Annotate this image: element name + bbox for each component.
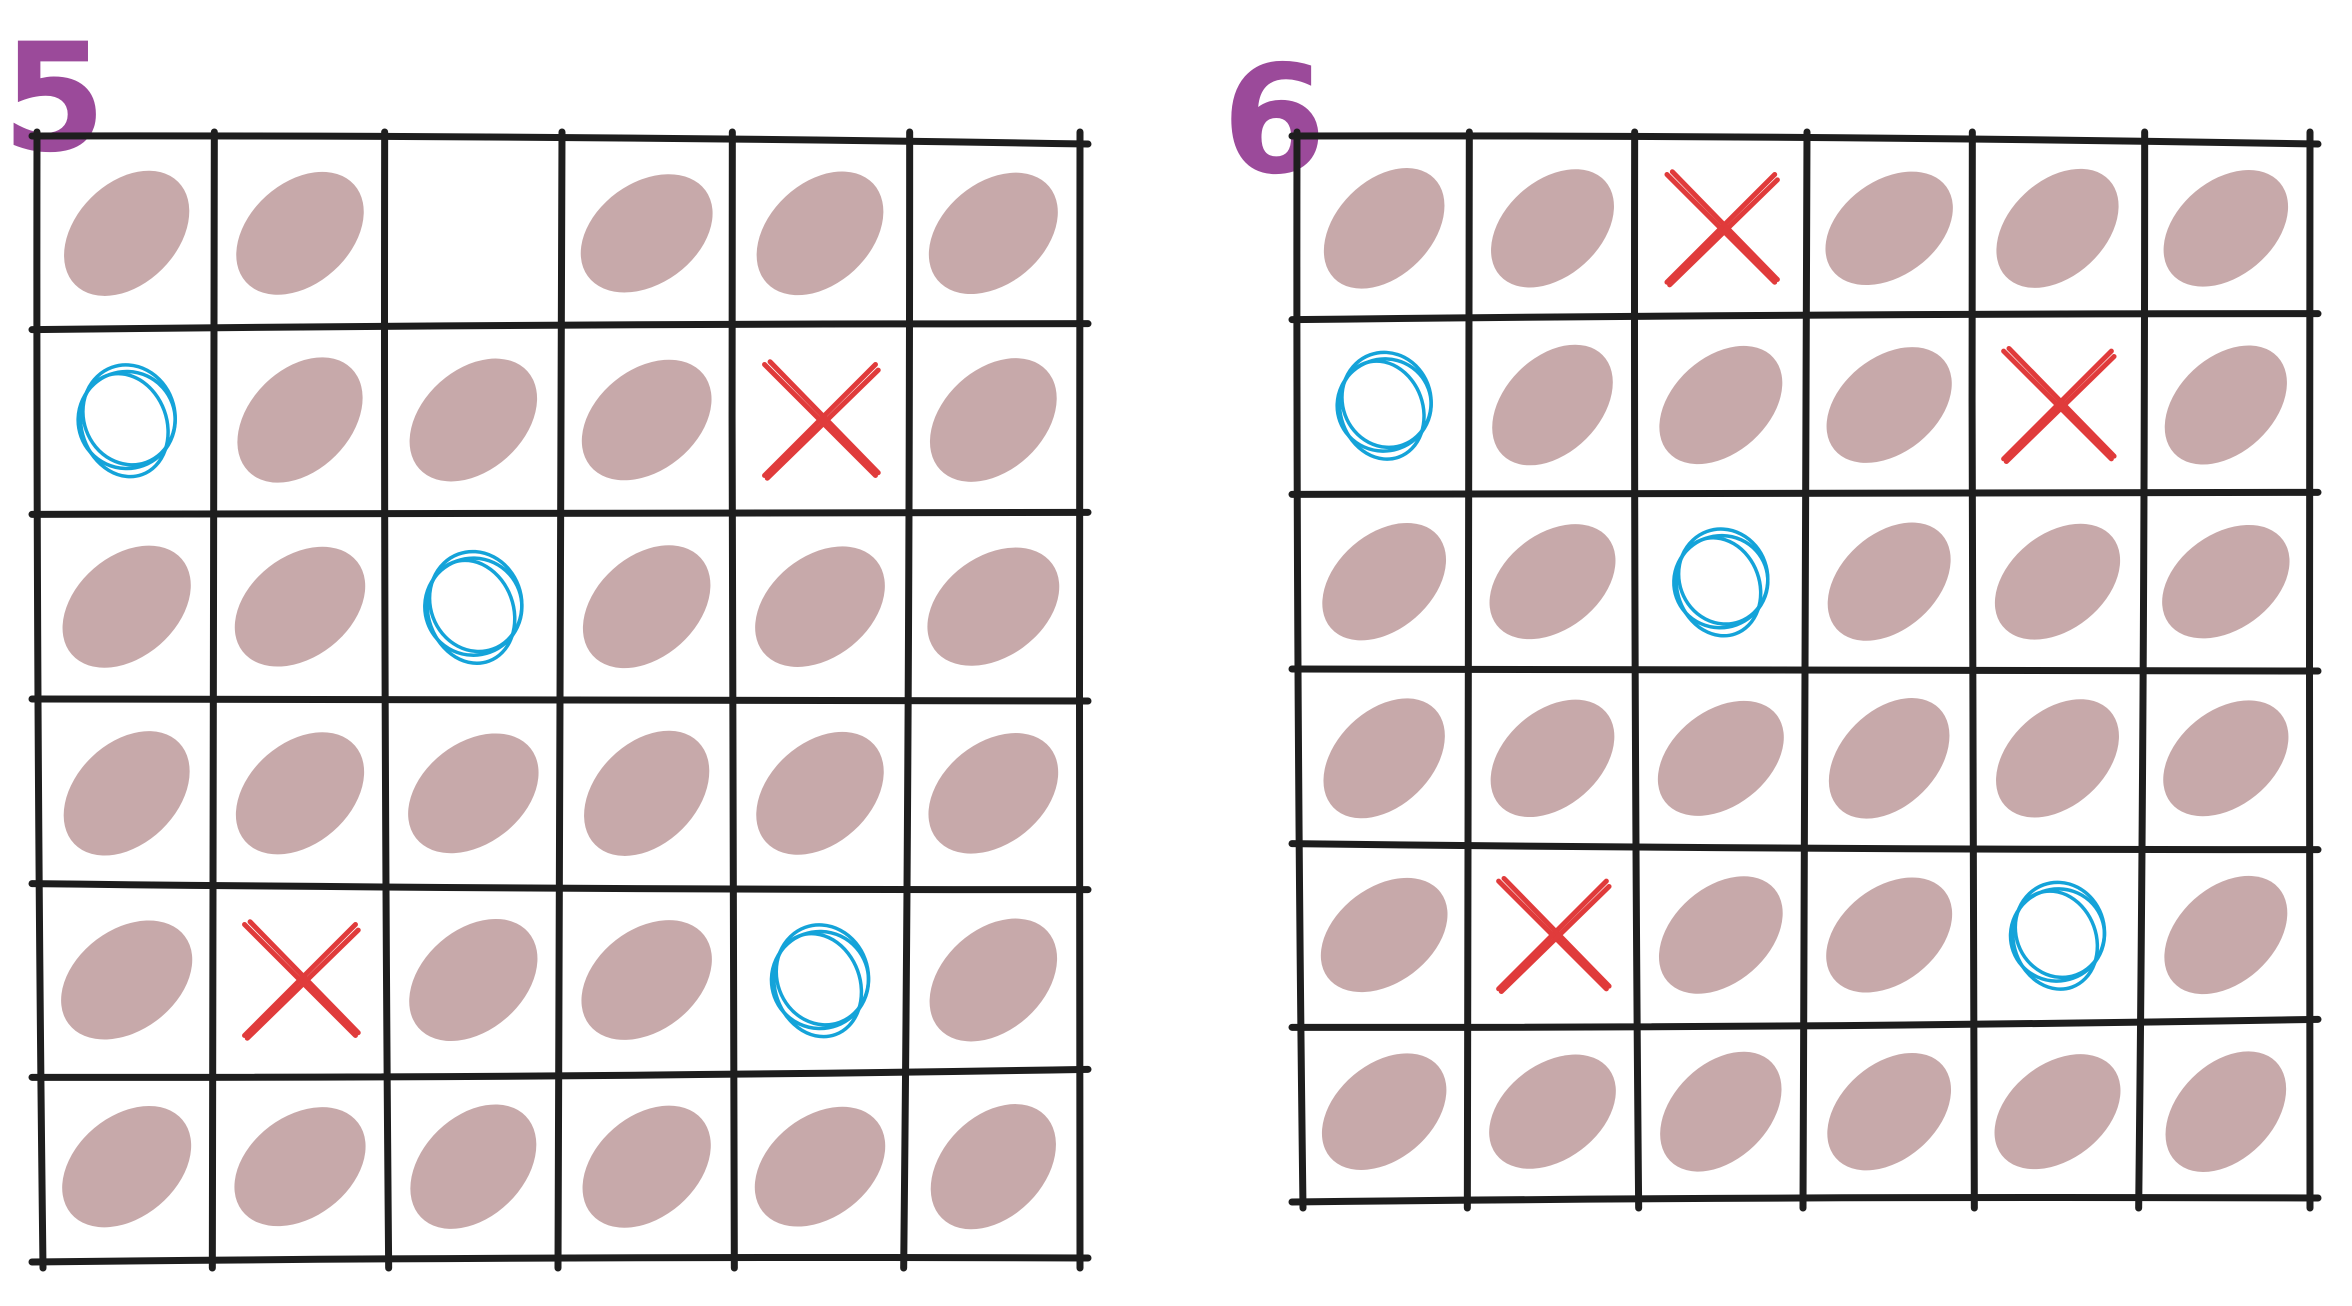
shaded-cell[interactable] bbox=[1468, 146, 1637, 312]
o-mark[interactable] bbox=[1997, 870, 2117, 1001]
grid-horizontal-line bbox=[28, 880, 1092, 894]
shaded-cell[interactable] bbox=[905, 148, 1081, 319]
grid-horizontal-line bbox=[1288, 840, 2322, 854]
grid-horizontal-line bbox=[28, 508, 1092, 518]
shaded-cell[interactable] bbox=[558, 895, 735, 1064]
shaded-cell[interactable] bbox=[212, 147, 388, 319]
grid-horizontal-line bbox=[1288, 1015, 2322, 1031]
shaded-cell[interactable] bbox=[39, 707, 214, 881]
board-6-number: 6 bbox=[1222, 34, 1326, 208]
board-5-number: 5 bbox=[2, 12, 106, 186]
shaded-cell[interactable] bbox=[1300, 675, 1468, 842]
shaded-cell[interactable] bbox=[39, 1081, 215, 1252]
shaded-cell[interactable] bbox=[212, 1083, 389, 1251]
shaded-cell[interactable] bbox=[560, 706, 734, 880]
shaded-cell[interactable] bbox=[1467, 1031, 1637, 1192]
shaded-cell[interactable] bbox=[1299, 854, 1469, 1015]
board-6 bbox=[1288, 128, 2322, 1212]
shaded-cell[interactable] bbox=[386, 1080, 561, 1254]
shaded-cell[interactable] bbox=[1804, 323, 1974, 486]
grid-horizontal-line bbox=[1288, 665, 2322, 675]
o-mark[interactable] bbox=[64, 352, 189, 489]
x-mark[interactable] bbox=[1664, 169, 1780, 288]
shaded-cell[interactable] bbox=[2141, 677, 2311, 840]
grid-horizontal-line bbox=[1288, 1194, 2322, 1206]
shaded-cell[interactable] bbox=[906, 333, 1081, 506]
shaded-cell[interactable] bbox=[2142, 1028, 2309, 1195]
empty-cell[interactable] bbox=[387, 140, 560, 327]
shaded-cell[interactable] bbox=[1805, 1029, 1974, 1194]
x-mark[interactable] bbox=[2001, 345, 2117, 465]
shaded-cell[interactable] bbox=[2141, 852, 2310, 1018]
grid-horizontal-line bbox=[1288, 132, 2322, 148]
o-mark[interactable] bbox=[1661, 516, 1781, 647]
shaded-cell[interactable] bbox=[212, 522, 389, 691]
shaded-cell[interactable] bbox=[1805, 499, 1974, 665]
shaded-cell[interactable] bbox=[732, 707, 908, 879]
shaded-cell[interactable] bbox=[906, 1080, 1080, 1254]
shaded-cell[interactable] bbox=[1805, 675, 1972, 842]
shaded-cell[interactable] bbox=[558, 335, 735, 505]
shaded-cell[interactable] bbox=[559, 520, 735, 692]
x-mark[interactable] bbox=[762, 359, 881, 481]
shaded-cell[interactable] bbox=[38, 896, 215, 1064]
shaded-cell[interactable] bbox=[2141, 502, 2311, 662]
shaded-cell[interactable] bbox=[39, 521, 215, 693]
shaded-cell[interactable] bbox=[40, 146, 214, 320]
grid-horizontal-line bbox=[28, 132, 1092, 148]
x-mark[interactable] bbox=[1496, 875, 1612, 995]
shaded-cell[interactable] bbox=[1804, 148, 1974, 308]
shaded-cell[interactable] bbox=[386, 334, 562, 506]
shaded-cell[interactable] bbox=[558, 150, 735, 317]
shaded-cell[interactable] bbox=[1469, 321, 1636, 488]
o-mark[interactable] bbox=[758, 912, 883, 1049]
shaded-cell[interactable] bbox=[1636, 677, 1806, 839]
grid-horizontal-line bbox=[28, 695, 1092, 705]
shaded-cell[interactable] bbox=[1468, 676, 1637, 841]
o-mark[interactable] bbox=[1324, 340, 1444, 471]
x-mark[interactable] bbox=[242, 919, 361, 1041]
shaded-cell[interactable] bbox=[212, 708, 388, 880]
grid-horizontal-line bbox=[28, 1254, 1092, 1266]
shaded-cell[interactable] bbox=[2141, 146, 2311, 310]
shaded-cell[interactable] bbox=[732, 147, 907, 320]
shaded-cell[interactable] bbox=[1300, 145, 1467, 312]
o-mark[interactable] bbox=[411, 538, 536, 675]
shaded-cell[interactable] bbox=[213, 333, 387, 507]
shaded-cell[interactable] bbox=[1973, 676, 2142, 842]
shaded-cell[interactable] bbox=[1804, 854, 1974, 1016]
shaded-cell[interactable] bbox=[2142, 322, 2310, 488]
shaded-cell[interactable] bbox=[732, 1082, 909, 1251]
shaded-cell[interactable] bbox=[1972, 1031, 2142, 1193]
shaded-cell[interactable] bbox=[559, 1081, 735, 1253]
grid-horizontal-line bbox=[1288, 488, 2322, 498]
shaded-cell[interactable] bbox=[906, 894, 1082, 1066]
shaded-cell[interactable] bbox=[385, 709, 562, 878]
shaded-cell[interactable] bbox=[1973, 500, 2143, 663]
grid-horizontal-line bbox=[28, 1065, 1092, 1081]
grid-horizontal-line bbox=[28, 320, 1092, 334]
shaded-cell[interactable] bbox=[905, 523, 1082, 690]
shaded-cell[interactable] bbox=[1467, 501, 1637, 663]
grid-horizontal-line bbox=[1288, 310, 2322, 324]
board-5 bbox=[28, 128, 1092, 1272]
shaded-cell[interactable] bbox=[1299, 1030, 1469, 1194]
shaded-cell[interactable] bbox=[1973, 145, 2141, 311]
shaded-cell[interactable] bbox=[385, 894, 561, 1066]
shaded-cell[interactable] bbox=[1636, 322, 1805, 488]
shaded-cell[interactable] bbox=[732, 522, 909, 692]
shaded-cell[interactable] bbox=[1637, 1028, 1805, 1195]
shaded-cell[interactable] bbox=[1636, 853, 1805, 1018]
shaded-cell[interactable] bbox=[905, 708, 1082, 878]
shaded-cell[interactable] bbox=[1300, 499, 1469, 664]
